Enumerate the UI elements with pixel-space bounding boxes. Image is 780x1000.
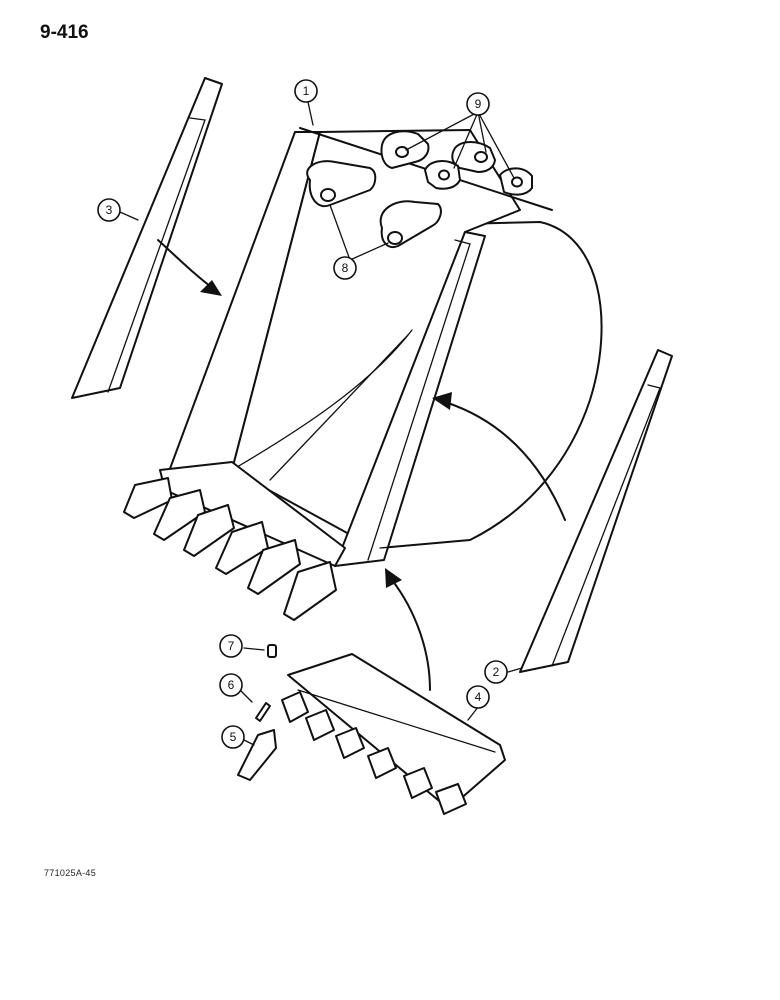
svg-text:8: 8	[342, 261, 349, 275]
callout-4: 4	[466, 685, 490, 709]
adaptor-bar	[281, 653, 506, 815]
callout-8: 8	[333, 256, 357, 280]
callout-1: 1	[294, 79, 318, 103]
svg-text:1: 1	[303, 84, 310, 98]
svg-text:7: 7	[228, 639, 235, 653]
svg-text:6: 6	[228, 678, 235, 692]
svg-text:4: 4	[475, 690, 482, 704]
bucket-teeth	[123, 477, 337, 621]
callout-3: 3	[97, 198, 121, 222]
tooth-part	[237, 729, 277, 781]
svg-text:3: 3	[106, 203, 113, 217]
right-side-cutter	[519, 349, 673, 673]
tooth-pin	[255, 702, 271, 722]
svg-text:5: 5	[230, 730, 237, 744]
arrow-head-bottom	[385, 568, 402, 588]
callout-2: 2	[484, 660, 508, 684]
svg-text:9: 9	[475, 97, 482, 111]
callout-6: 6	[219, 673, 243, 697]
left-side-cutter	[71, 77, 223, 399]
arrow-head-left	[200, 280, 222, 296]
page-number: 9-416	[40, 22, 89, 43]
figure-code: 771025A-45	[44, 868, 97, 878]
svg-text:2: 2	[493, 665, 500, 679]
mounting-lugs	[306, 130, 533, 248]
bucket-body	[159, 127, 603, 567]
pin-lock	[267, 644, 277, 658]
callout-7: 7	[219, 634, 243, 658]
callout-5: 5	[221, 725, 245, 749]
assembly-arrows	[157, 239, 566, 691]
callout-9: 9	[466, 92, 490, 116]
arrow-head-right	[432, 392, 452, 410]
